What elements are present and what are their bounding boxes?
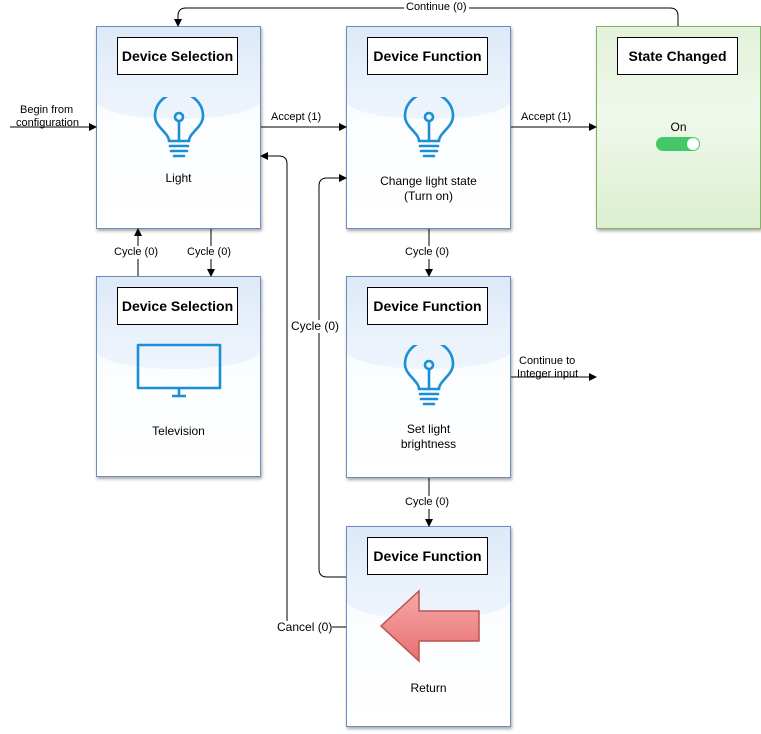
- node-caption: Return: [410, 681, 447, 695]
- node-device-selection-light[interactable]: Device Selection Light: [96, 26, 261, 229]
- edge-label-cycle-up: Cycle (0): [114, 246, 159, 259]
- state-label: On: [670, 120, 687, 134]
- edge-label-accept-1: Accept (1): [271, 111, 322, 123]
- node-caption-line2: brightness: [400, 437, 457, 451]
- node-device-function-brightness[interactable]: Device Function Set light brightness: [346, 276, 511, 478]
- toggle-switch-icon: [656, 137, 700, 151]
- edge-cancel: [260, 152, 346, 628]
- node-title: State Changed: [617, 37, 738, 75]
- edge-label-cancel: Cancel (0): [277, 620, 333, 634]
- node-caption-line1: Change light state: [380, 174, 477, 188]
- node-device-selection-television[interactable]: Device Selection Television: [96, 276, 261, 477]
- edge-label-continue-int-line1: Continue to: [519, 355, 576, 367]
- node-caption-line2: (Turn on): [404, 189, 453, 203]
- node-caption: Television: [152, 424, 205, 438]
- toggle-knob: [687, 138, 699, 150]
- edge-label-continue-int-line2: Integer input: [517, 368, 579, 380]
- edge-label-cycle-return: Cycle (0): [405, 496, 450, 509]
- node-state-changed[interactable]: State Changed On: [596, 26, 761, 229]
- edge-label-begin-line1: Begin from: [20, 104, 74, 116]
- lightbulb-icon: [403, 97, 455, 158]
- edge-label-accept-2: Accept (1): [521, 111, 572, 123]
- edge-label-cycle-left: Cycle (0): [291, 319, 340, 333]
- node-title: Device Function: [367, 37, 488, 75]
- node-caption: Light: [165, 171, 192, 185]
- edge-label-begin-line2: configuration: [16, 117, 79, 129]
- edge-label-continue-top: Continue (0): [404, 1, 469, 14]
- arrow-left-icon: [379, 589, 480, 663]
- node-title: Device Selection: [117, 287, 238, 325]
- node-caption-line1: Set light: [406, 422, 451, 436]
- node-title: Device Function: [367, 287, 488, 325]
- node-device-function-return[interactable]: Device Function Return: [346, 526, 511, 727]
- edge-label-cycle-function: Cycle (0): [405, 246, 450, 259]
- monitor-icon: [136, 343, 222, 398]
- lightbulb-icon: [153, 97, 205, 158]
- lightbulb-icon: [403, 345, 455, 406]
- node-title: Device Function: [367, 537, 488, 575]
- edge-label-cycle-down: Cycle (0): [187, 246, 232, 259]
- node-device-function-change-light[interactable]: Device Function Change light state (Turn…: [346, 26, 511, 229]
- node-title: Device Selection: [117, 37, 238, 75]
- edge-cycle-left: [318, 174, 347, 578]
